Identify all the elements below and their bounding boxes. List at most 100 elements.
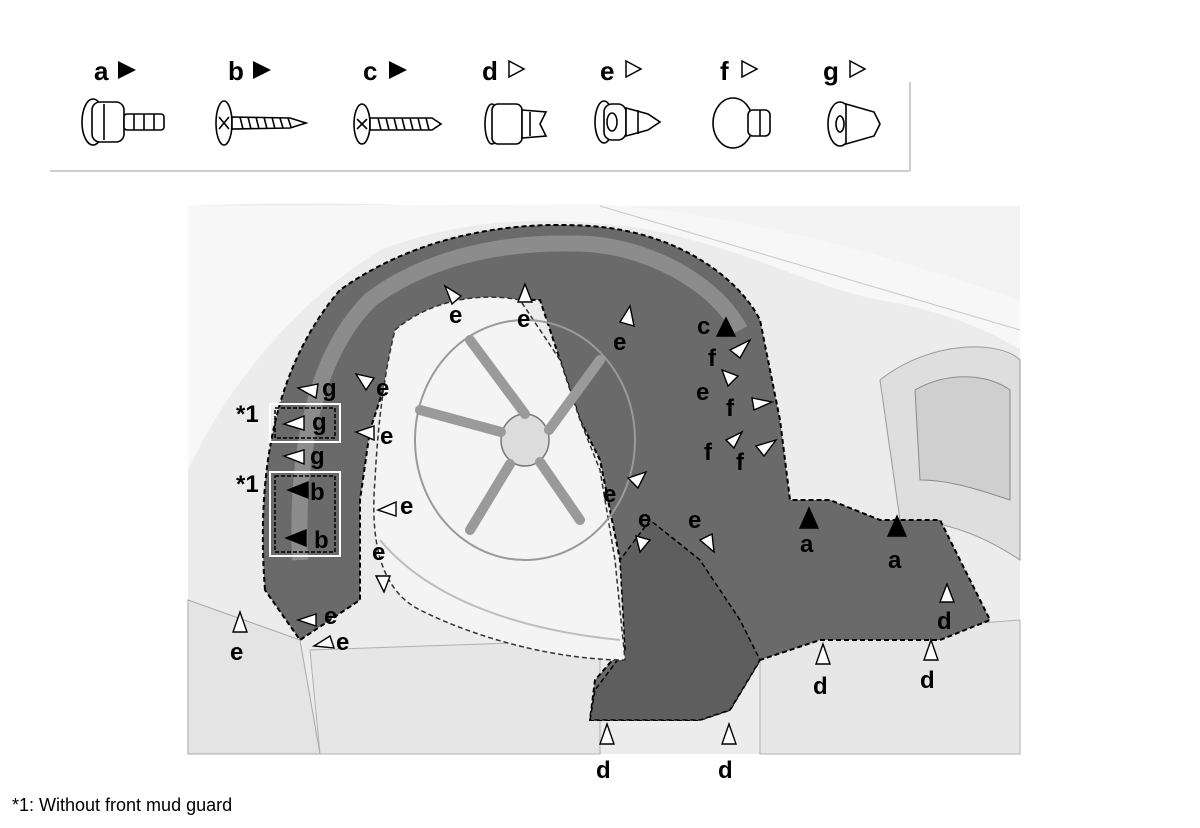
outline-arrow-icon (376, 500, 397, 517)
label-e: e (603, 481, 616, 508)
outline-arrow-icon (720, 368, 740, 388)
outline-arrow-icon (516, 282, 534, 303)
label-d: d (596, 757, 611, 784)
plug-clip-icon (712, 97, 771, 149)
without-mudguard-box-2 (269, 471, 341, 557)
label-f: f (708, 345, 717, 372)
label-e: e (372, 539, 385, 566)
label-d: d (920, 667, 935, 694)
outline-arrow-icon (728, 338, 752, 360)
filled-arrow-icon (286, 480, 309, 500)
label-g: g (322, 375, 337, 402)
label-f: f (736, 449, 745, 476)
outline-arrow-icon (599, 721, 615, 745)
without-mudguard-box-1 (269, 403, 341, 443)
filled-arrow-icon (389, 61, 407, 79)
outline-arrow-icon (741, 59, 759, 79)
footnote: *1: Without front mud guard (12, 795, 233, 815)
label-e: e (324, 603, 337, 630)
outline-arrow-icon (751, 397, 775, 412)
outline-arrow-icon (923, 637, 939, 661)
flange-bolt-icon (81, 98, 165, 146)
callout-labels: e e e e e e e e e e e e e e f f f f g g … (230, 302, 952, 784)
label-f: f (704, 439, 713, 466)
filled-arrow-icon (886, 514, 908, 537)
clip-icon (484, 103, 548, 145)
label-e: e (517, 306, 530, 333)
legend-item-c: c (353, 56, 443, 145)
legend-item-d: d (482, 56, 548, 145)
label-f: f (726, 395, 735, 422)
outline-arrow-icon (295, 613, 317, 627)
outline-arrow-icon (232, 609, 248, 633)
legend-item-b: b (215, 56, 309, 146)
callouts (232, 282, 956, 745)
outline-arrow-icon (354, 425, 375, 442)
label-d: d (718, 757, 733, 784)
legend-item-a: a (81, 56, 165, 146)
label-e: e (688, 507, 701, 534)
legend-letter-f: f (720, 56, 729, 86)
outline-arrow-icon (295, 383, 319, 400)
label-e: e (696, 379, 709, 406)
outline-arrow-icon (849, 59, 867, 79)
tapping-screw-icon (215, 100, 309, 146)
label-note-marker: *1 (236, 401, 259, 428)
outline-arrow-icon (281, 449, 305, 466)
label-d: d (813, 673, 828, 700)
outline-arrow-icon (721, 721, 737, 745)
outline-arrow-icon (281, 414, 305, 431)
outline-arrow-icon (754, 438, 778, 458)
fender-liner (261, 223, 992, 721)
legend-letter-g: g (823, 56, 839, 86)
label-e: e (449, 302, 462, 329)
filled-arrow-icon (118, 61, 136, 79)
outline-arrow-icon (443, 284, 463, 306)
outline-arrow-icon (698, 532, 715, 554)
legend-letter-b: b (228, 56, 244, 86)
outline-arrow-icon (354, 372, 376, 392)
label-d: d (937, 608, 952, 635)
screw-icon (353, 103, 443, 145)
label-g: g (310, 443, 325, 470)
outline-arrow-icon (635, 534, 652, 554)
legend-item-f: f (712, 56, 771, 149)
nut-clip-icon (827, 101, 881, 147)
label-e: e (638, 506, 651, 533)
label-e: e (230, 639, 243, 666)
label-a: a (800, 531, 814, 558)
legend-item-g: g (823, 56, 881, 147)
wheel-and-tire (373, 296, 636, 661)
legend-letter-c: c (363, 56, 377, 86)
outline-arrow-icon (311, 634, 336, 649)
label-g: g (312, 409, 327, 436)
label-e: e (336, 629, 349, 656)
outline-arrow-icon (625, 59, 643, 79)
legend-item-e: e (594, 56, 662, 144)
filled-arrow-icon (715, 316, 737, 337)
outline-arrow-icon (724, 430, 744, 450)
outline-arrow-icon (815, 641, 831, 665)
push-rivet-icon (594, 100, 662, 144)
label-e: e (380, 423, 393, 450)
legend-letter-a: a (94, 56, 109, 86)
filled-arrow-icon (284, 528, 307, 548)
label-e: e (400, 493, 413, 520)
label-a: a (888, 547, 902, 574)
label-note-marker: *1 (236, 471, 259, 498)
label-e: e (613, 329, 626, 356)
outline-arrow-icon (618, 304, 635, 327)
outline-arrow-icon (508, 59, 526, 79)
fastener-legend: a b c (50, 56, 911, 172)
label-e: e (376, 375, 389, 402)
outline-arrow-icon (626, 470, 648, 490)
filled-arrow-icon (798, 506, 820, 529)
label-b: b (310, 479, 325, 506)
outline-arrow-icon (374, 575, 392, 594)
legend-letter-e: e (600, 56, 614, 86)
outline-arrow-icon (938, 582, 956, 603)
legend-letter-d: d (482, 56, 498, 86)
label-b: b (314, 527, 329, 554)
label-c: c (697, 313, 710, 340)
